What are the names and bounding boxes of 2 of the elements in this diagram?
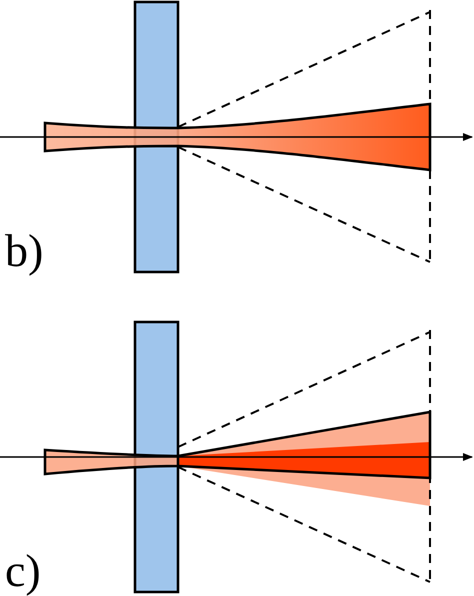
panel-label: b) [5, 228, 44, 274]
panel-label: c) [5, 548, 41, 594]
